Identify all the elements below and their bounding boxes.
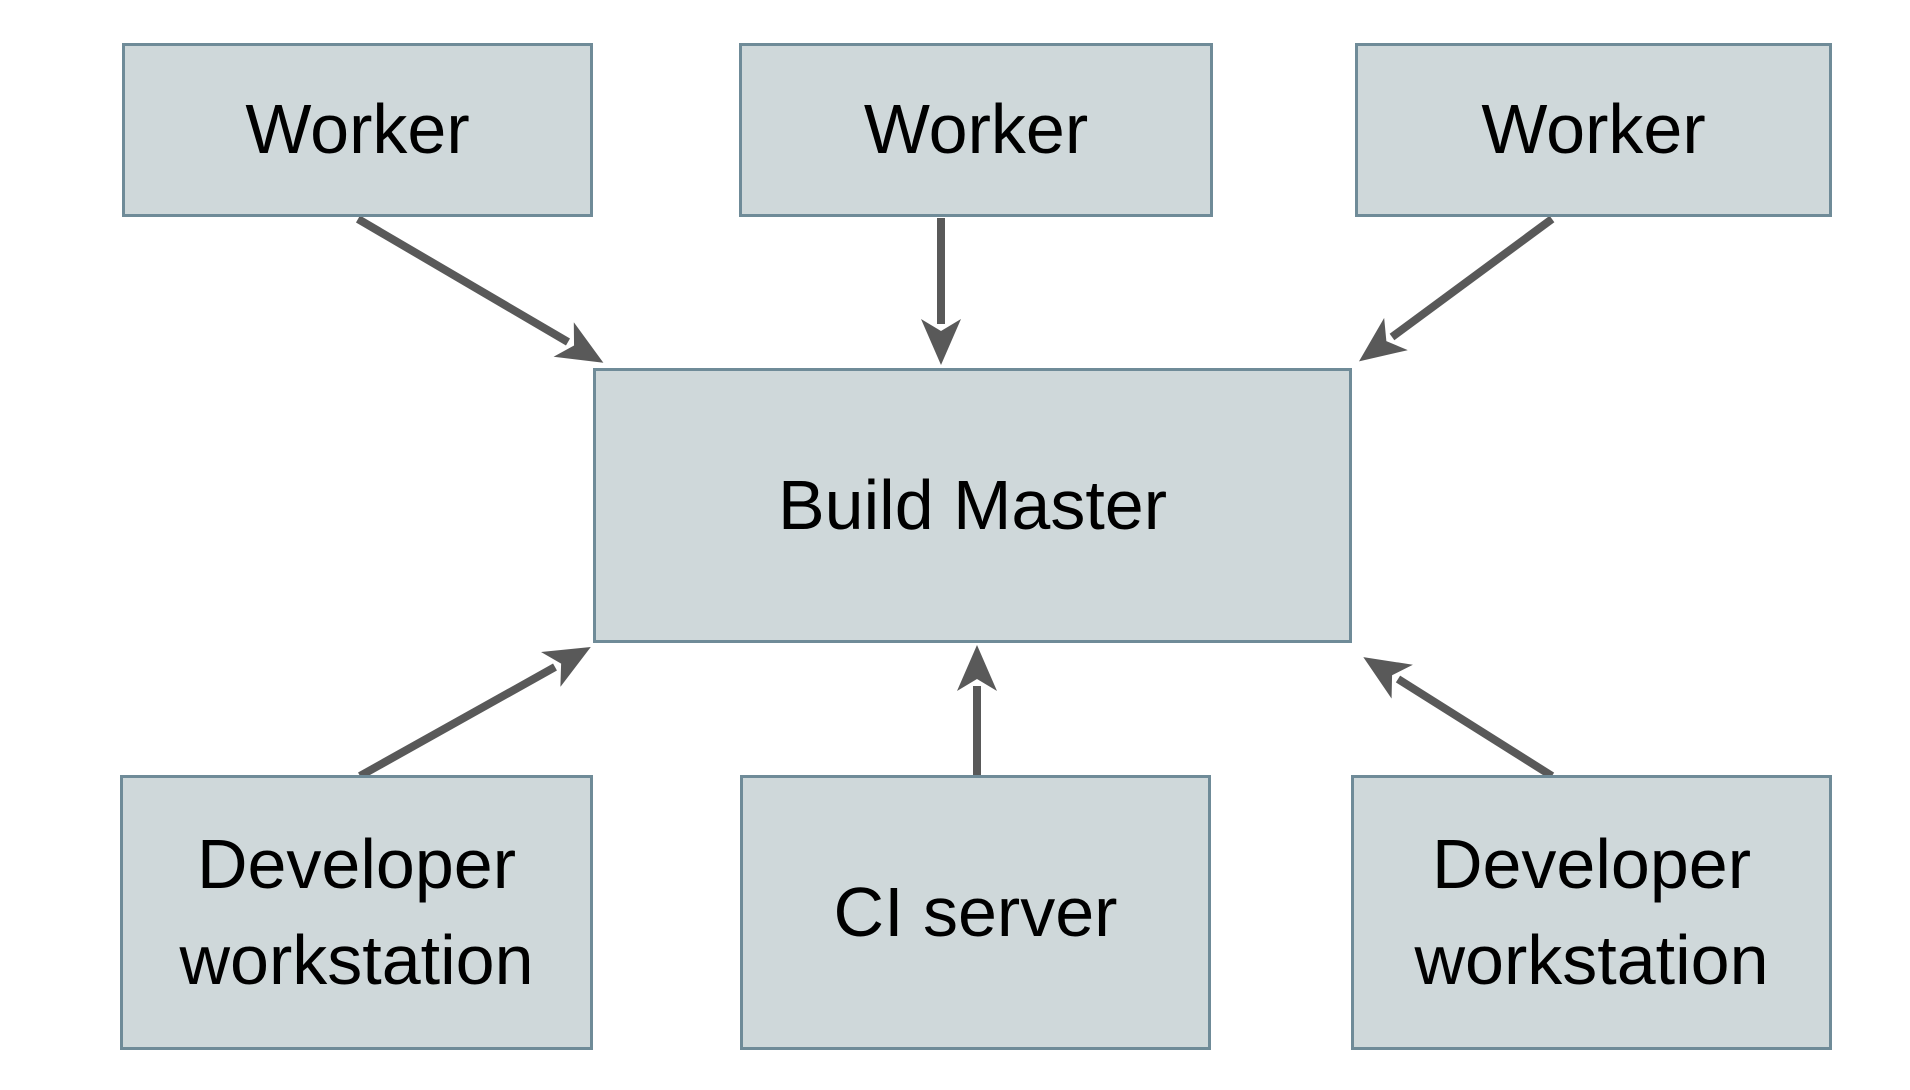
node-label: CI server: [833, 872, 1118, 951]
node-label-line: Developer: [1431, 825, 1752, 904]
node-developer-workstation-2: Developer workstation: [1351, 775, 1832, 1050]
node-label: Worker: [863, 90, 1089, 169]
arrow-dev-workstation-2-to-build-master: [1363, 657, 1555, 780]
node-label: Worker: [1481, 90, 1706, 169]
node-worker-2: Worker: [739, 43, 1213, 217]
arrow-dev-workstation-1-to-build-master: [358, 646, 591, 780]
node-label-line: Developer: [196, 825, 517, 904]
node-ci-server: CI server: [740, 775, 1211, 1050]
node-label-line: workstation: [1414, 920, 1769, 999]
arrow-worker-1-to-build-master: [355, 215, 604, 363]
arrow-worker-3-to-build-master: [1359, 215, 1555, 362]
node-worker-3: Worker: [1355, 43, 1832, 217]
node-label: Worker: [245, 90, 470, 169]
node-worker-1: Worker: [122, 43, 593, 217]
node-developer-workstation-1: Developer workstation: [120, 775, 593, 1050]
node-build-master: Build Master: [593, 368, 1352, 643]
node-label-line: workstation: [179, 920, 534, 999]
node-label: Build Master: [777, 465, 1168, 544]
